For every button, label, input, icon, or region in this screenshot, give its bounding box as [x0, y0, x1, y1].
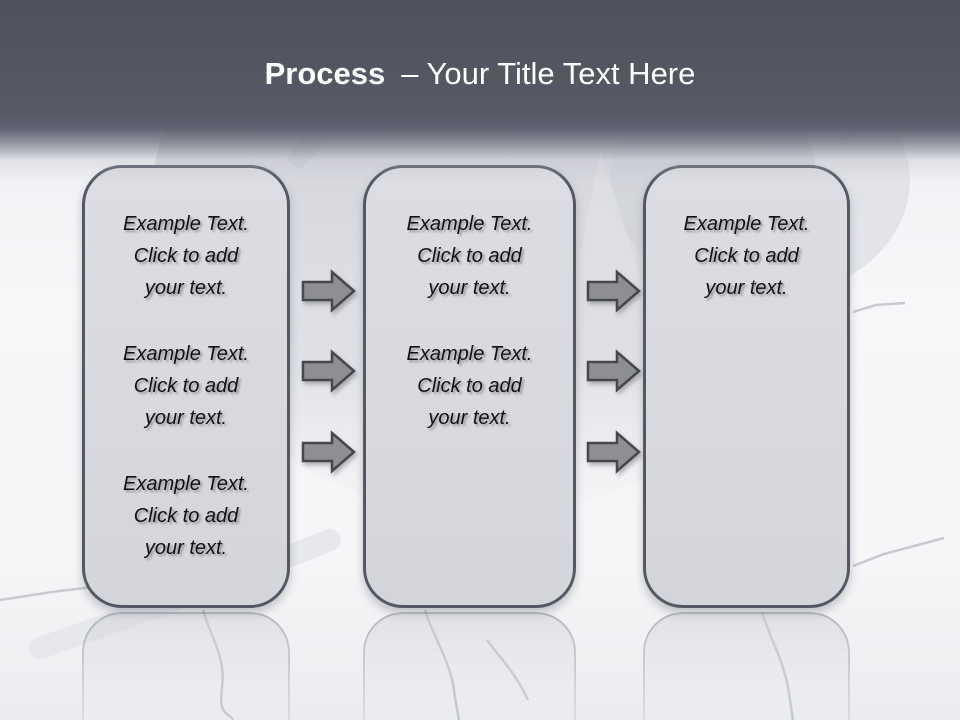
arrow-right-icon	[301, 430, 356, 474]
placeholder-line: Example Text.	[123, 213, 249, 235]
slide-title-subtitle: – Your Title Text Here	[401, 56, 696, 91]
slide-title: Process – Your Title Text Here	[0, 52, 960, 96]
placeholder-line: your text.	[428, 277, 511, 299]
arrow-right-icon	[586, 430, 641, 474]
placeholder-line: Example Text.	[406, 343, 533, 365]
text-placeholder: Example Text. Click to add your text.	[654, 208, 839, 304]
text-placeholder: Example Text. Click to add your text.	[93, 468, 279, 564]
placeholder-line: Example Text.	[683, 213, 810, 235]
placeholder-line: Example Text.	[123, 343, 249, 365]
arrow-right-icon	[301, 349, 356, 393]
placeholder-line: Click to add	[133, 375, 239, 397]
placeholder-line: your text.	[144, 537, 228, 559]
placeholder-line: Click to add	[133, 505, 239, 527]
text-placeholder: Example Text. Click to add your text.	[93, 208, 279, 304]
process-box-2[interactable]: Example Text. Click to add your text. Ex…	[363, 165, 576, 608]
placeholder-line: Click to add	[133, 245, 239, 267]
arrow-right-icon	[301, 269, 356, 313]
placeholder-line: your text.	[705, 277, 788, 299]
text-placeholder: Example Text. Click to add your text.	[374, 208, 565, 304]
slide-title-keyword: Process	[264, 56, 386, 91]
placeholder-line: Click to add	[417, 375, 522, 397]
arrow-right-icon	[586, 349, 641, 393]
arrow-right-icon	[586, 269, 641, 313]
process-box-1[interactable]: Example Text. Click to add your text. Ex…	[82, 165, 290, 608]
placeholder-line: your text.	[144, 407, 228, 429]
placeholder-line: Click to add	[694, 245, 799, 267]
placeholder-line: your text.	[428, 407, 511, 429]
text-placeholder: Example Text. Click to add your text.	[374, 338, 565, 434]
placeholder-line: Click to add	[417, 245, 522, 267]
placeholder-line: Example Text.	[406, 213, 533, 235]
placeholder-line: your text.	[144, 277, 228, 299]
faint-shard-shape	[572, 150, 648, 300]
process-box-3[interactable]: Example Text. Click to add your text.	[643, 165, 850, 608]
placeholder-line: Example Text.	[123, 473, 249, 495]
text-placeholder: Example Text. Click to add your text.	[93, 338, 279, 434]
